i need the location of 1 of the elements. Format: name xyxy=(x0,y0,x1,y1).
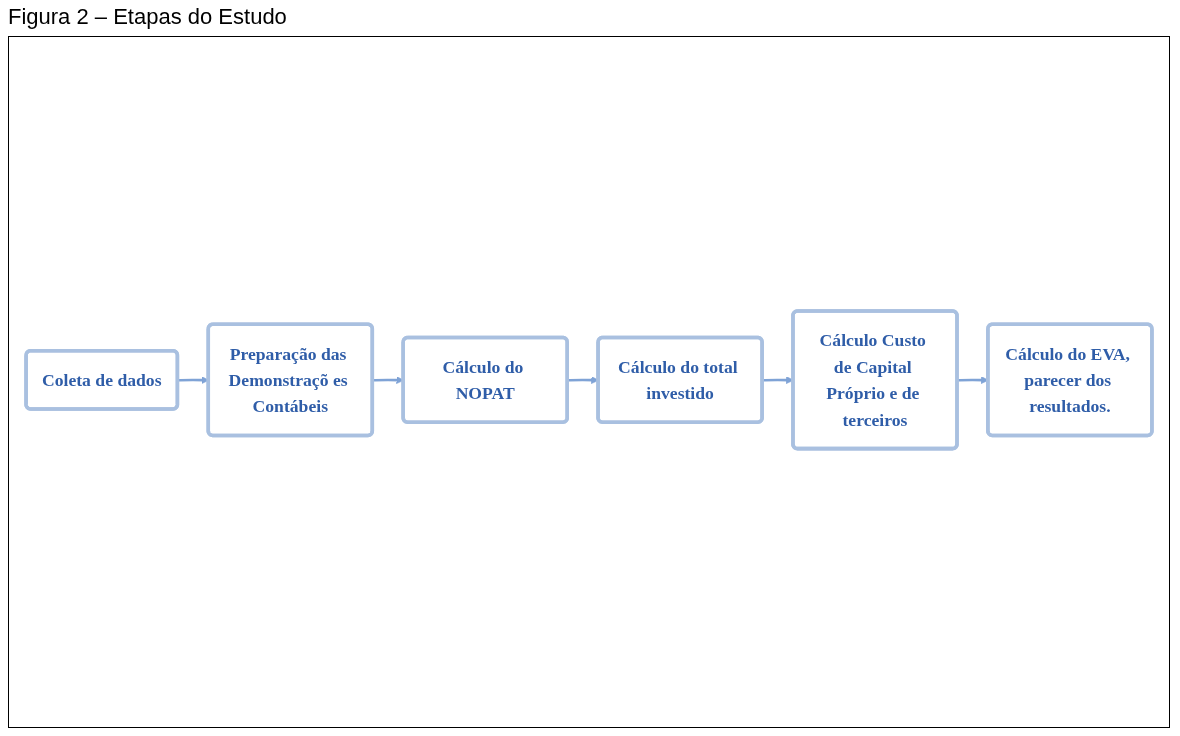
figure-title: Figura 2 – Etapas do Estudo xyxy=(8,4,287,30)
